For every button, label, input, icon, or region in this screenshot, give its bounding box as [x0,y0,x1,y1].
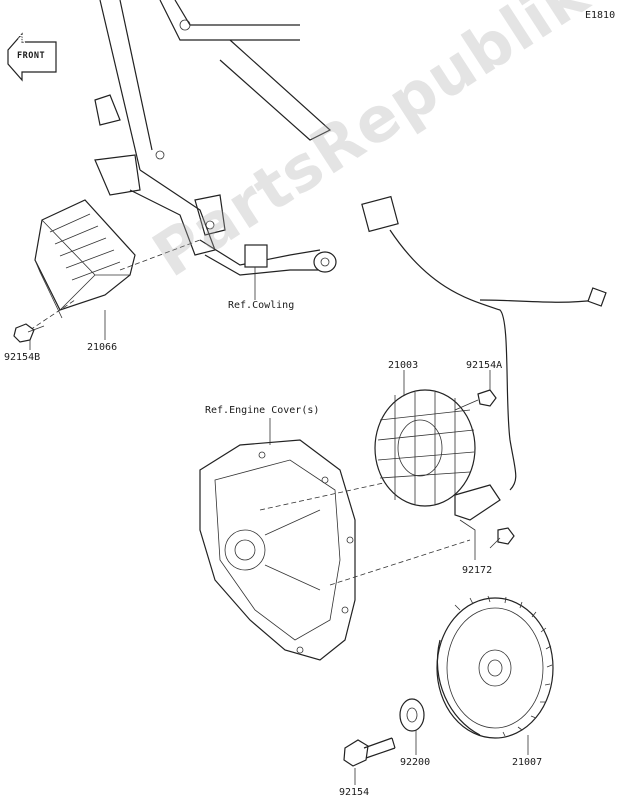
clamp-bolt [489,527,515,549]
front-arrow-icon [7,32,57,82]
part-92154a-label: 92154A [466,360,503,371]
stator-bolt [454,389,497,411]
regulator-bolt [13,323,45,343]
part-21007-label: 21007 [512,757,543,768]
ref-engine-cover-label: Ref.Engine Cover(s) [205,405,320,416]
part-21066-label: 21066 [87,342,118,353]
diagram-code: E1810 [585,10,616,21]
engine-cover [199,439,471,661]
rotor [436,595,554,739]
part-92154-label: 92154 [339,787,370,798]
part-92200-label: 92200 [400,757,431,768]
regulator [29,199,201,331]
washer [399,698,425,732]
leader-lines [29,310,529,785]
part-21003-label: 21003 [388,360,419,371]
wiring-harness [361,195,607,491]
front-text: FRONT [17,51,46,61]
ref-cowling-label: Ref.Cowling [228,300,295,311]
part-92154b-label: 92154B [4,352,41,363]
frame-bracket [94,0,332,256]
cowling-bracket [199,239,337,300]
rotor-bolt [343,737,396,767]
stator [374,389,501,521]
part-92172-label: 92172 [462,565,493,576]
